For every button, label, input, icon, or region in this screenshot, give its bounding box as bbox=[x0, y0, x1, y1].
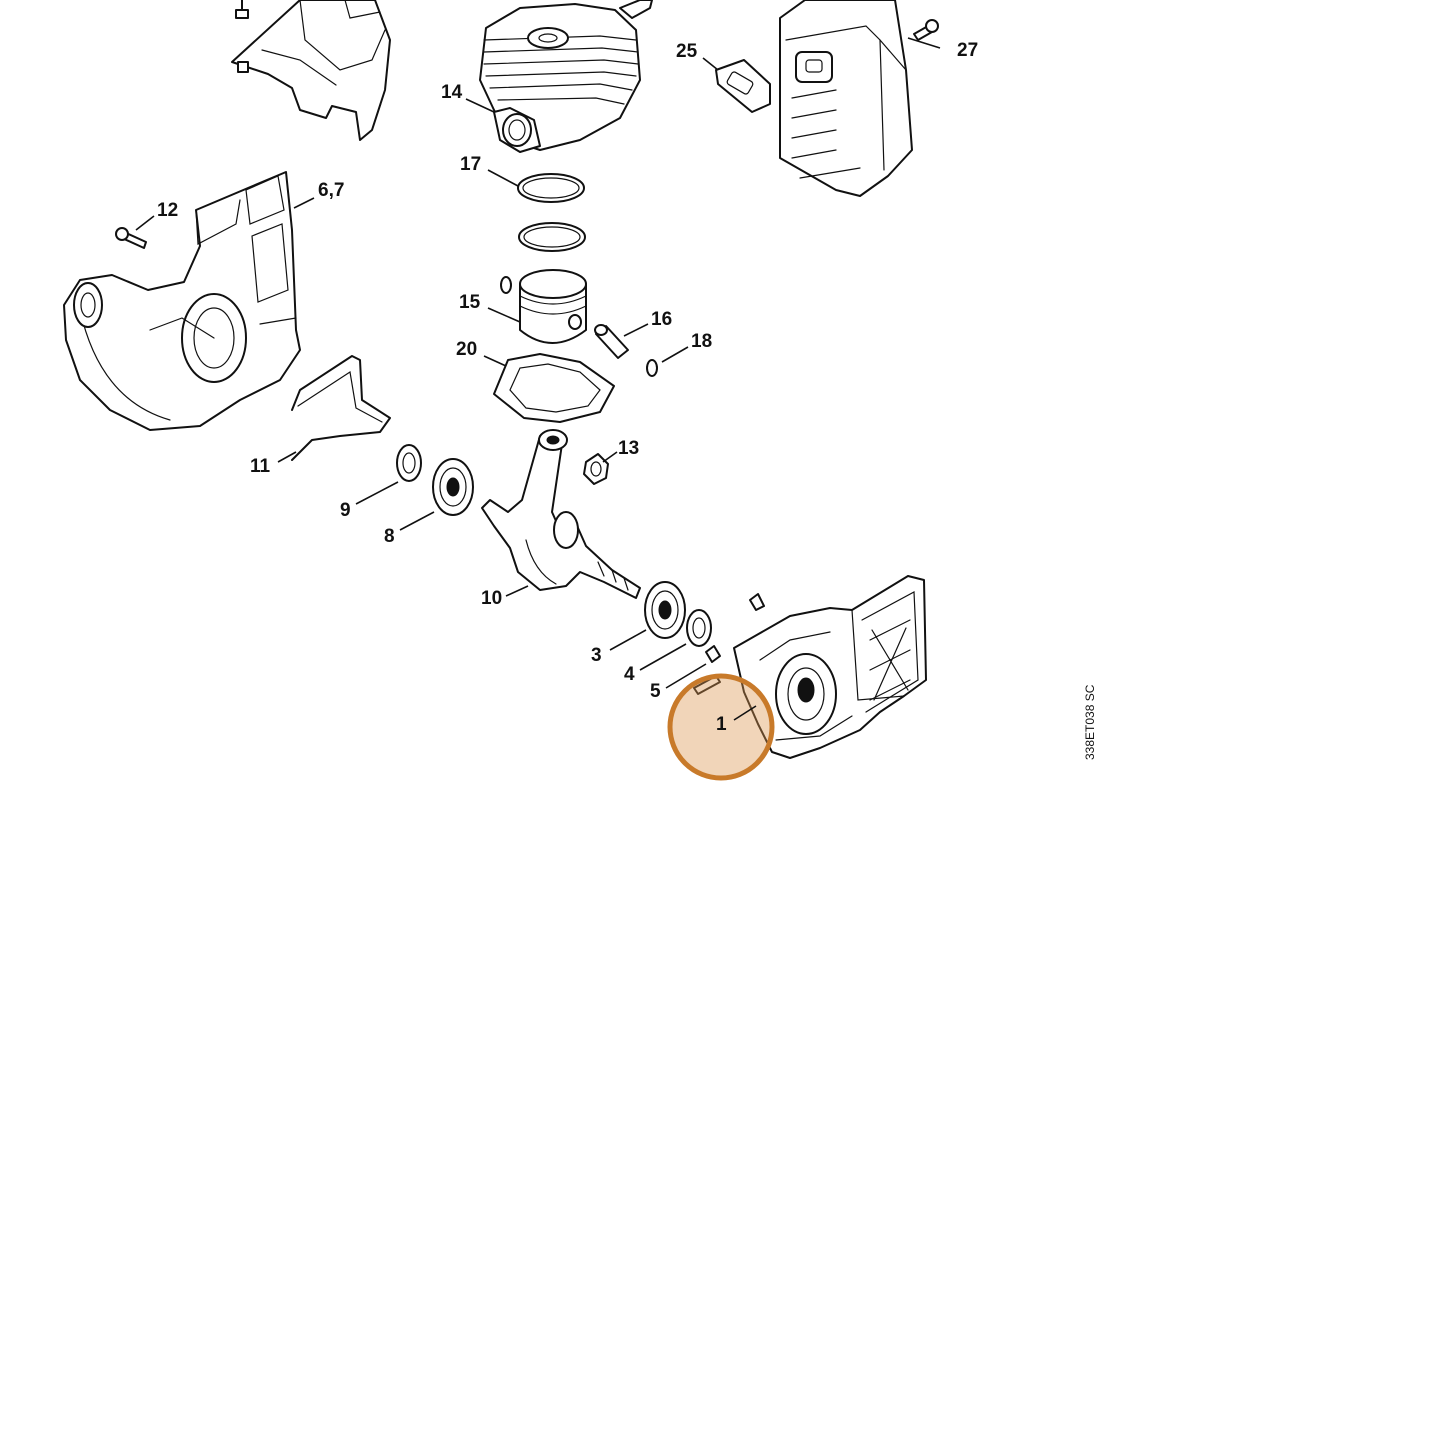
callout-10: 10 bbox=[481, 588, 502, 609]
ball-bearing-3-part[interactable] bbox=[644, 581, 686, 639]
diagram-code: 338ET038 SC bbox=[1083, 684, 1097, 760]
callout-14: 14 bbox=[441, 82, 463, 103]
callout-25: 25 bbox=[676, 41, 698, 62]
piston-part[interactable] bbox=[519, 269, 587, 344]
callout-18: 18 bbox=[691, 331, 712, 352]
callout-16: 16 bbox=[651, 309, 672, 330]
screw-27-part[interactable] bbox=[913, 19, 939, 41]
callout-1: 1 bbox=[716, 714, 727, 735]
cylinder-part[interactable] bbox=[479, 3, 641, 153]
callout-11: 11 bbox=[250, 456, 271, 477]
muffler-part[interactable] bbox=[779, 0, 913, 197]
cylinder-gasket-part[interactable] bbox=[493, 353, 615, 423]
dowel-pin-5-part[interactable] bbox=[705, 645, 721, 663]
leader-lines bbox=[135, 37, 941, 721]
callout-4: 4 bbox=[624, 664, 635, 685]
screw-top-left-part[interactable] bbox=[235, 0, 249, 19]
needle-cage-13-part[interactable] bbox=[583, 453, 609, 485]
screw-2-part[interactable] bbox=[693, 675, 721, 695]
fan-housing-part[interactable] bbox=[231, 0, 391, 141]
callout-13: 13 bbox=[618, 438, 639, 459]
callout-9: 9 bbox=[340, 500, 351, 521]
callout-3: 3 bbox=[591, 645, 602, 666]
piston-ring-upper-part[interactable] bbox=[517, 173, 585, 203]
crankcase-left-part[interactable] bbox=[63, 171, 301, 431]
circlip-left-part[interactable] bbox=[500, 276, 512, 294]
shroud-part[interactable] bbox=[291, 355, 391, 461]
dowel-pin-top-part[interactable] bbox=[749, 593, 765, 611]
oil-seal-9-part[interactable] bbox=[396, 444, 422, 482]
oil-seal-4-part[interactable] bbox=[686, 609, 712, 647]
gasket-25-part[interactable] bbox=[715, 59, 771, 113]
callout-17: 17 bbox=[460, 154, 481, 175]
spark-plug-part[interactable] bbox=[619, 0, 653, 19]
callout-labels: 14 25 27 17 6,7 12 15 16 18 20 13 11 9 8… bbox=[157, 40, 978, 735]
highlight-circle bbox=[667, 673, 775, 781]
piston-pin-16-part[interactable] bbox=[594, 324, 629, 359]
circlip-18-part[interactable] bbox=[646, 359, 658, 377]
ball-bearing-8-part[interactable] bbox=[432, 458, 474, 516]
callout-5: 5 bbox=[650, 681, 661, 702]
callout-27: 27 bbox=[957, 40, 978, 61]
callout-8: 8 bbox=[384, 526, 395, 547]
callout-15: 15 bbox=[459, 292, 481, 313]
screw-12-part[interactable] bbox=[115, 227, 147, 249]
callout-20: 20 bbox=[456, 339, 477, 360]
crankshaft-part[interactable] bbox=[481, 429, 641, 599]
callout-6-7: 6,7 bbox=[318, 180, 344, 201]
callout-12: 12 bbox=[157, 200, 178, 221]
crankcase-right-part[interactable] bbox=[733, 575, 927, 759]
piston-ring-lower-part[interactable] bbox=[518, 222, 586, 252]
